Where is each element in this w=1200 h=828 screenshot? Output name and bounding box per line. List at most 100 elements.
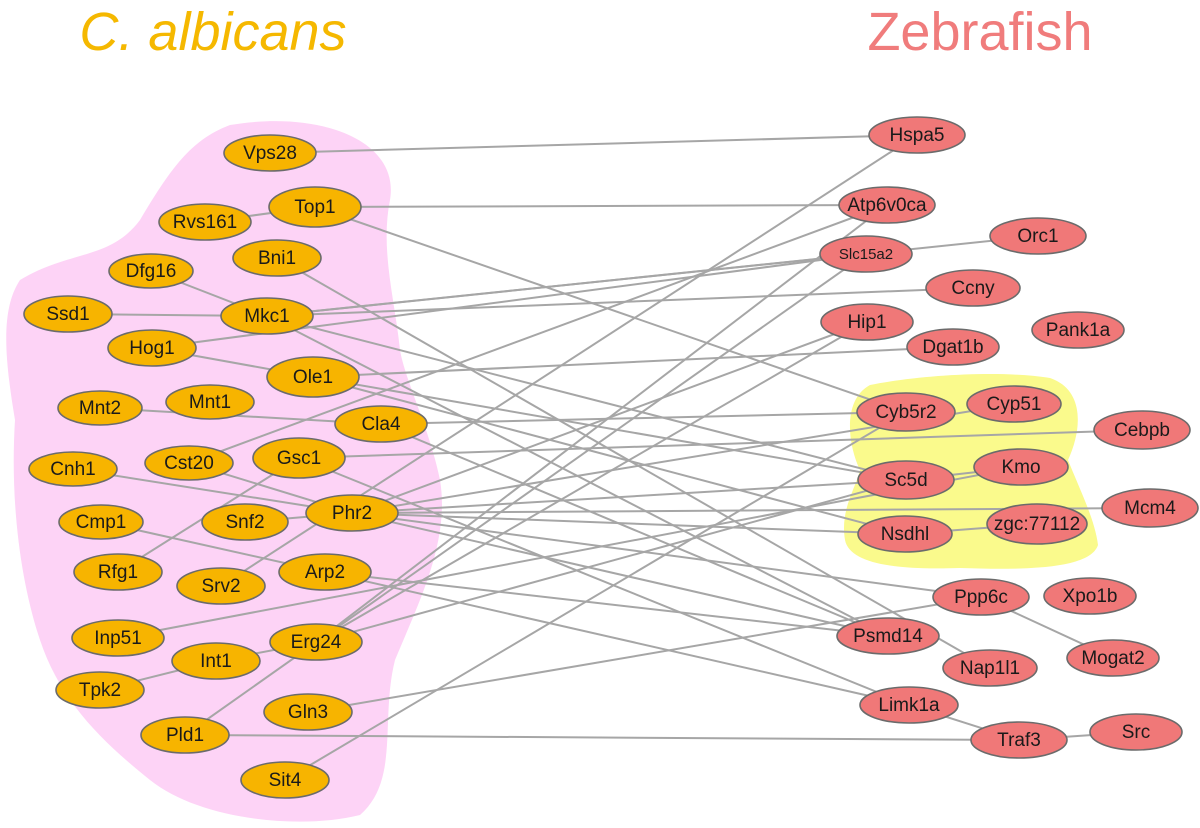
node-ppp6c[interactable]: Ppp6c	[932, 578, 1030, 616]
node-label-ole1: Ole1	[293, 367, 333, 388]
node-atp6v0ca[interactable]: Atp6v0ca	[838, 186, 936, 224]
node-shape-dgat1b	[906, 328, 1000, 366]
node-bni1[interactable]: Bni1	[232, 239, 322, 277]
node-nsdhl[interactable]: Nsdhl	[857, 515, 953, 553]
node-rfg1[interactable]: Rfg1	[73, 553, 163, 591]
node-arp2[interactable]: Arp2	[278, 553, 372, 591]
node-srv2[interactable]: Srv2	[176, 567, 266, 605]
node-shape-cnh1	[28, 451, 118, 487]
node-snf2[interactable]: Snf2	[201, 503, 289, 541]
node-sc5d[interactable]: Sc5d	[857, 460, 955, 500]
node-shape-bni1	[232, 239, 322, 277]
node-shape-gsc1	[252, 437, 346, 479]
node-gsc1[interactable]: Gsc1	[252, 437, 346, 479]
node-phr2[interactable]: Phr2	[305, 494, 399, 532]
node-zgc-77112[interactable]: zgc:77112	[986, 503, 1088, 545]
node-ccny[interactable]: Ccny	[925, 269, 1021, 307]
node-traf3[interactable]: Traf3	[970, 721, 1068, 759]
node-cst20[interactable]: Cst20	[144, 445, 234, 481]
node-mnt2[interactable]: Mnt2	[57, 390, 143, 426]
node-label-mnt2: Mnt2	[79, 398, 121, 419]
node-label-cyp51: Cyp51	[987, 394, 1042, 415]
node-shape-slc15a2	[819, 235, 913, 273]
edge-cnh1-phr2	[72, 468, 353, 514]
node-ssd1[interactable]: Ssd1	[23, 295, 113, 333]
node-hip1[interactable]: Hip1	[820, 303, 914, 341]
edge-mnt2-cla4	[99, 407, 382, 425]
node-hspa5[interactable]: Hspa5	[868, 116, 966, 154]
node-psmd14[interactable]: Psmd14	[836, 617, 940, 655]
node-pld1[interactable]: Pld1	[140, 716, 230, 754]
node-label-pld1: Pld1	[166, 725, 204, 746]
node-limk1a[interactable]: Limk1a	[859, 686, 959, 724]
node-xpo1b[interactable]: Xpo1b	[1043, 577, 1137, 615]
node-inp51[interactable]: Inp51	[71, 619, 165, 657]
node-mnt1[interactable]: Mnt1	[165, 384, 255, 420]
node-rvs161[interactable]: Rvs161	[158, 203, 252, 241]
node-label-nap1l1: Nap1l1	[960, 658, 1020, 679]
edge-mkc1-ccny	[266, 287, 974, 317]
node-slc15a2[interactable]: Slc15a2	[819, 235, 913, 273]
node-cyb5r2[interactable]: Cyb5r2	[856, 392, 956, 432]
node-sit4[interactable]: Sit4	[240, 761, 330, 799]
edge-mkc1-sc5d	[266, 315, 907, 481]
node-mogat2[interactable]: Mogat2	[1066, 639, 1160, 677]
node-label-sit4: Sit4	[269, 770, 302, 791]
node-shape-atp6v0ca	[838, 186, 936, 224]
node-shape-cyb5r2	[856, 392, 956, 432]
node-shape-mnt1	[165, 384, 255, 420]
node-dgat1b[interactable]: Dgat1b	[906, 328, 1000, 366]
node-hog1[interactable]: Hog1	[107, 329, 197, 367]
node-shape-limk1a	[859, 686, 959, 724]
node-shape-mkc1	[220, 297, 314, 335]
node-cnh1[interactable]: Cnh1	[28, 451, 118, 487]
node-label-ppp6c: Ppp6c	[954, 587, 1008, 608]
node-label-hspa5: Hspa5	[890, 125, 945, 146]
node-mcm4[interactable]: Mcm4	[1101, 488, 1199, 528]
node-shape-ppp6c	[932, 578, 1030, 616]
node-label-top1: Top1	[294, 197, 335, 218]
node-label-kmo: Kmo	[1001, 457, 1040, 478]
node-shape-zgc-77112	[986, 503, 1088, 545]
node-kmo[interactable]: Kmo	[973, 448, 1069, 486]
edge-erg24-sc5d	[315, 479, 907, 643]
node-vps28[interactable]: Vps28	[223, 134, 317, 172]
node-label-inp51: Inp51	[94, 628, 142, 649]
node-label-cmp1: Cmp1	[76, 512, 127, 533]
node-src[interactable]: Src	[1089, 713, 1183, 751]
node-label-nsdhl: Nsdhl	[881, 524, 930, 545]
node-pank1a[interactable]: Pank1a	[1031, 311, 1125, 349]
node-dfg16[interactable]: Dfg16	[108, 253, 194, 289]
node-cyp51[interactable]: Cyp51	[966, 385, 1062, 423]
node-label-atp6v0ca: Atp6v0ca	[847, 195, 927, 216]
node-shape-cst20	[144, 445, 234, 481]
edge-cla4-psmd14	[380, 423, 889, 637]
edge-inp51-kmo	[117, 466, 1022, 639]
node-shape-nap1l1	[942, 649, 1038, 687]
node-label-cnh1: Cnh1	[50, 459, 95, 480]
node-erg24[interactable]: Erg24	[269, 623, 363, 661]
node-shape-xpo1b	[1043, 577, 1137, 615]
node-label-ssd1: Ssd1	[46, 304, 89, 325]
node-gln3[interactable]: Gln3	[263, 693, 353, 731]
node-mkc1[interactable]: Mkc1	[220, 297, 314, 335]
edge-cst20-atp6v0ca	[188, 204, 888, 464]
node-nap1l1[interactable]: Nap1l1	[942, 649, 1038, 687]
node-shape-rvs161	[158, 203, 252, 241]
edge-ole1-sc5d	[312, 376, 907, 481]
node-orc1[interactable]: Orc1	[989, 217, 1087, 255]
node-ole1[interactable]: Ole1	[266, 356, 360, 398]
node-tpk2[interactable]: Tpk2	[55, 671, 145, 709]
node-shape-mcm4	[1101, 488, 1199, 528]
node-label-rfg1: Rfg1	[98, 562, 138, 583]
node-top1[interactable]: Top1	[268, 186, 362, 228]
node-shape-int1	[171, 642, 261, 680]
node-cla4[interactable]: Cla4	[334, 405, 428, 443]
node-shape-cebpb	[1093, 410, 1191, 450]
node-cmp1[interactable]: Cmp1	[58, 504, 144, 540]
node-cebpb[interactable]: Cebpb	[1093, 410, 1191, 450]
node-int1[interactable]: Int1	[171, 642, 261, 680]
node-shape-cyp51	[966, 385, 1062, 423]
node-shape-ccny	[925, 269, 1021, 307]
